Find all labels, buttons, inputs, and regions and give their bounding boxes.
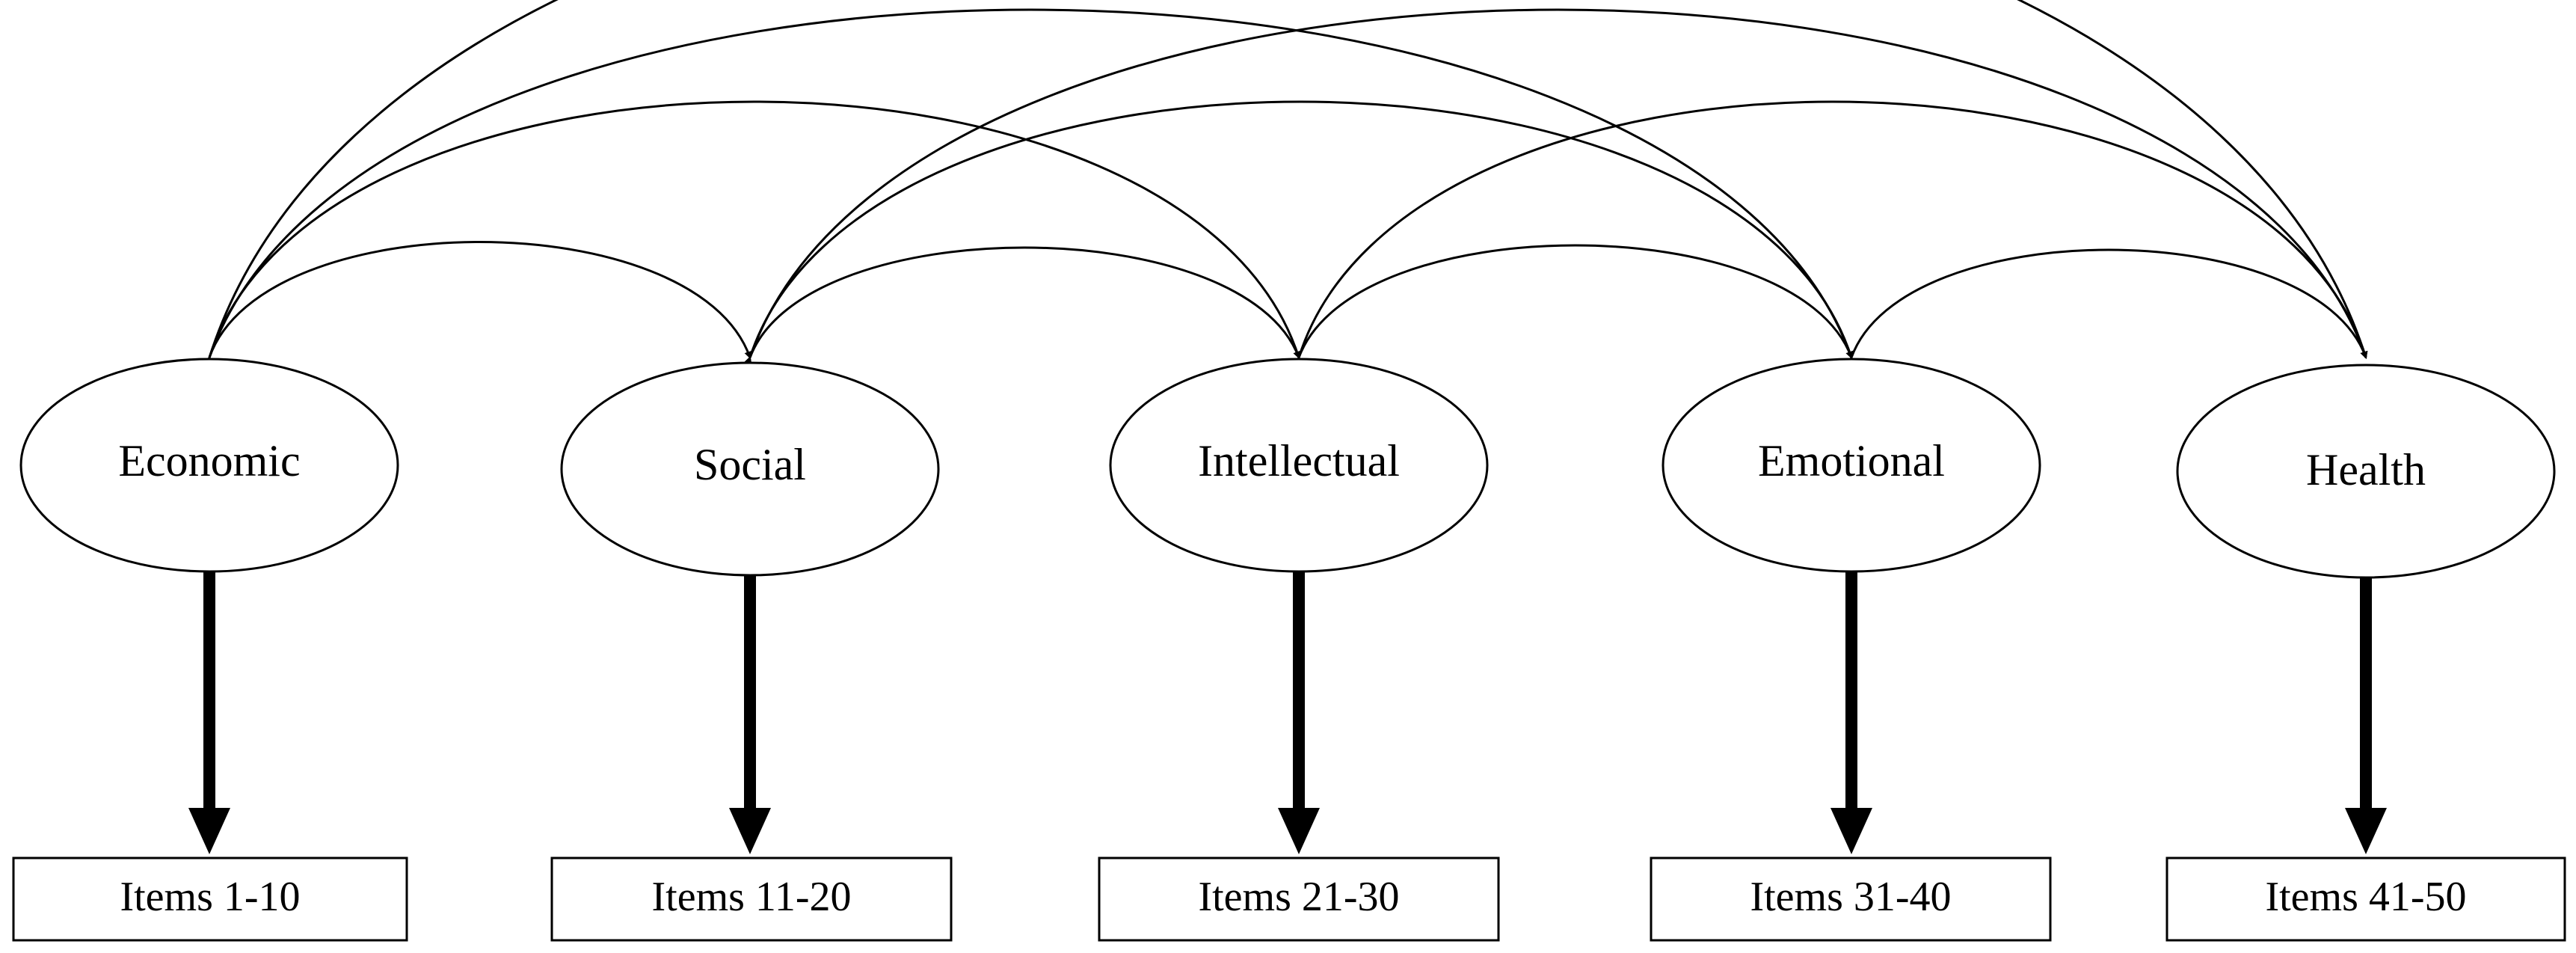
item-box-1-10: Items 1-10 — [12, 857, 408, 942]
item-label-1-10: Items 1-10 — [120, 874, 300, 920]
item-box-41-50: Items 41-50 — [2165, 857, 2566, 942]
latent-factors: Economic Social Intellectual Emotional H… — [19, 358, 2556, 579]
loading-arrows — [188, 572, 2387, 854]
covariance-arc-emotional-health — [1845, 248, 2367, 365]
factor-label-social: Social — [694, 440, 806, 489]
item-box-11-20: Items 11-20 — [550, 857, 953, 942]
item-label-41-50: Items 41-50 — [2265, 874, 2466, 920]
covariance-arc-economic-social — [203, 241, 752, 365]
factor-economic: Economic — [19, 358, 399, 573]
factor-label-health: Health — [2306, 445, 2426, 494]
factor-emotional: Emotional — [1662, 358, 2041, 573]
covariance-arc-economic-health — [203, 0, 2368, 365]
covariance-arc-social-emotional — [744, 100, 1854, 365]
item-label-11-20: Items 11-20 — [652, 874, 852, 920]
covariance-arc-intellectual-emotional — [1293, 244, 1853, 365]
loading-arrow-intellectual — [1278, 572, 1320, 854]
loading-arrow-social — [729, 572, 771, 854]
covariance-arc-economic-emotional — [203, 8, 1854, 365]
factor-intellectual: Intellectual — [1109, 358, 1489, 573]
factor-social: Social — [560, 361, 940, 577]
loading-arrow-economic — [188, 572, 230, 854]
item-boxes: Items 1-10 Items 11-20 Items 21-30 Items… — [12, 857, 2566, 942]
covariance-arc-social-health — [744, 8, 2368, 365]
item-label-31-40: Items 31-40 — [1750, 874, 1951, 920]
covariance-arc-intellectual-health — [1293, 100, 2368, 365]
factor-label-intellectual: Intellectual — [1198, 436, 1400, 485]
factor-label-emotional: Emotional — [1758, 436, 1945, 485]
covariance-arc-economic-intellectual — [203, 100, 1301, 365]
loading-arrow-health — [2345, 572, 2387, 854]
item-label-21-30: Items 21-30 — [1198, 874, 1399, 920]
factor-label-economic: Economic — [118, 436, 300, 485]
item-box-31-40: Items 31-40 — [1650, 857, 2052, 942]
covariance-arc-social-intellectual — [744, 246, 1300, 365]
loading-arrow-emotional — [1830, 572, 1872, 854]
item-box-21-30: Items 21-30 — [1098, 857, 1500, 942]
covariance-arcs — [203, 0, 2368, 365]
factor-health: Health — [2176, 364, 2556, 579]
